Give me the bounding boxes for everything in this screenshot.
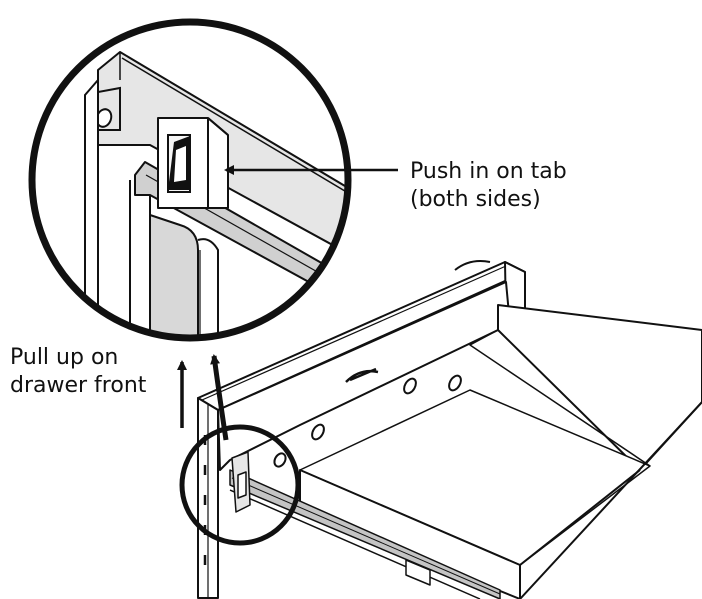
detail-circle-small [179, 424, 301, 546]
inset-post [149, 195, 199, 338]
hole [403, 377, 417, 395]
drawer-right-wall [497, 304, 702, 471]
magnifier-circle [28, 18, 352, 342]
inset-side-panel [84, 77, 99, 338]
drawer-side-wall [299, 469, 521, 599]
pull-front-line-2: drawer front [10, 373, 147, 398]
hole [448, 374, 462, 392]
pull-front-callout: Pull up on drawer front [10, 344, 146, 400]
drawer-front-panel [217, 281, 511, 471]
inset-tab [157, 117, 229, 209]
hole [273, 452, 287, 468]
push-tab-line-1: Push in on tab [410, 159, 567, 184]
magnified-inset [32, 22, 348, 338]
hole [311, 423, 325, 441]
rail-bracket [231, 451, 251, 513]
push-tab-callout: Push in on tab (both sides) [410, 158, 567, 214]
pull-front-line-1: Pull up on [10, 345, 119, 370]
lift-arrow [210, 354, 229, 441]
push-tab-line-2: (both sides) [410, 187, 541, 212]
callout-arrows [177, 165, 398, 441]
